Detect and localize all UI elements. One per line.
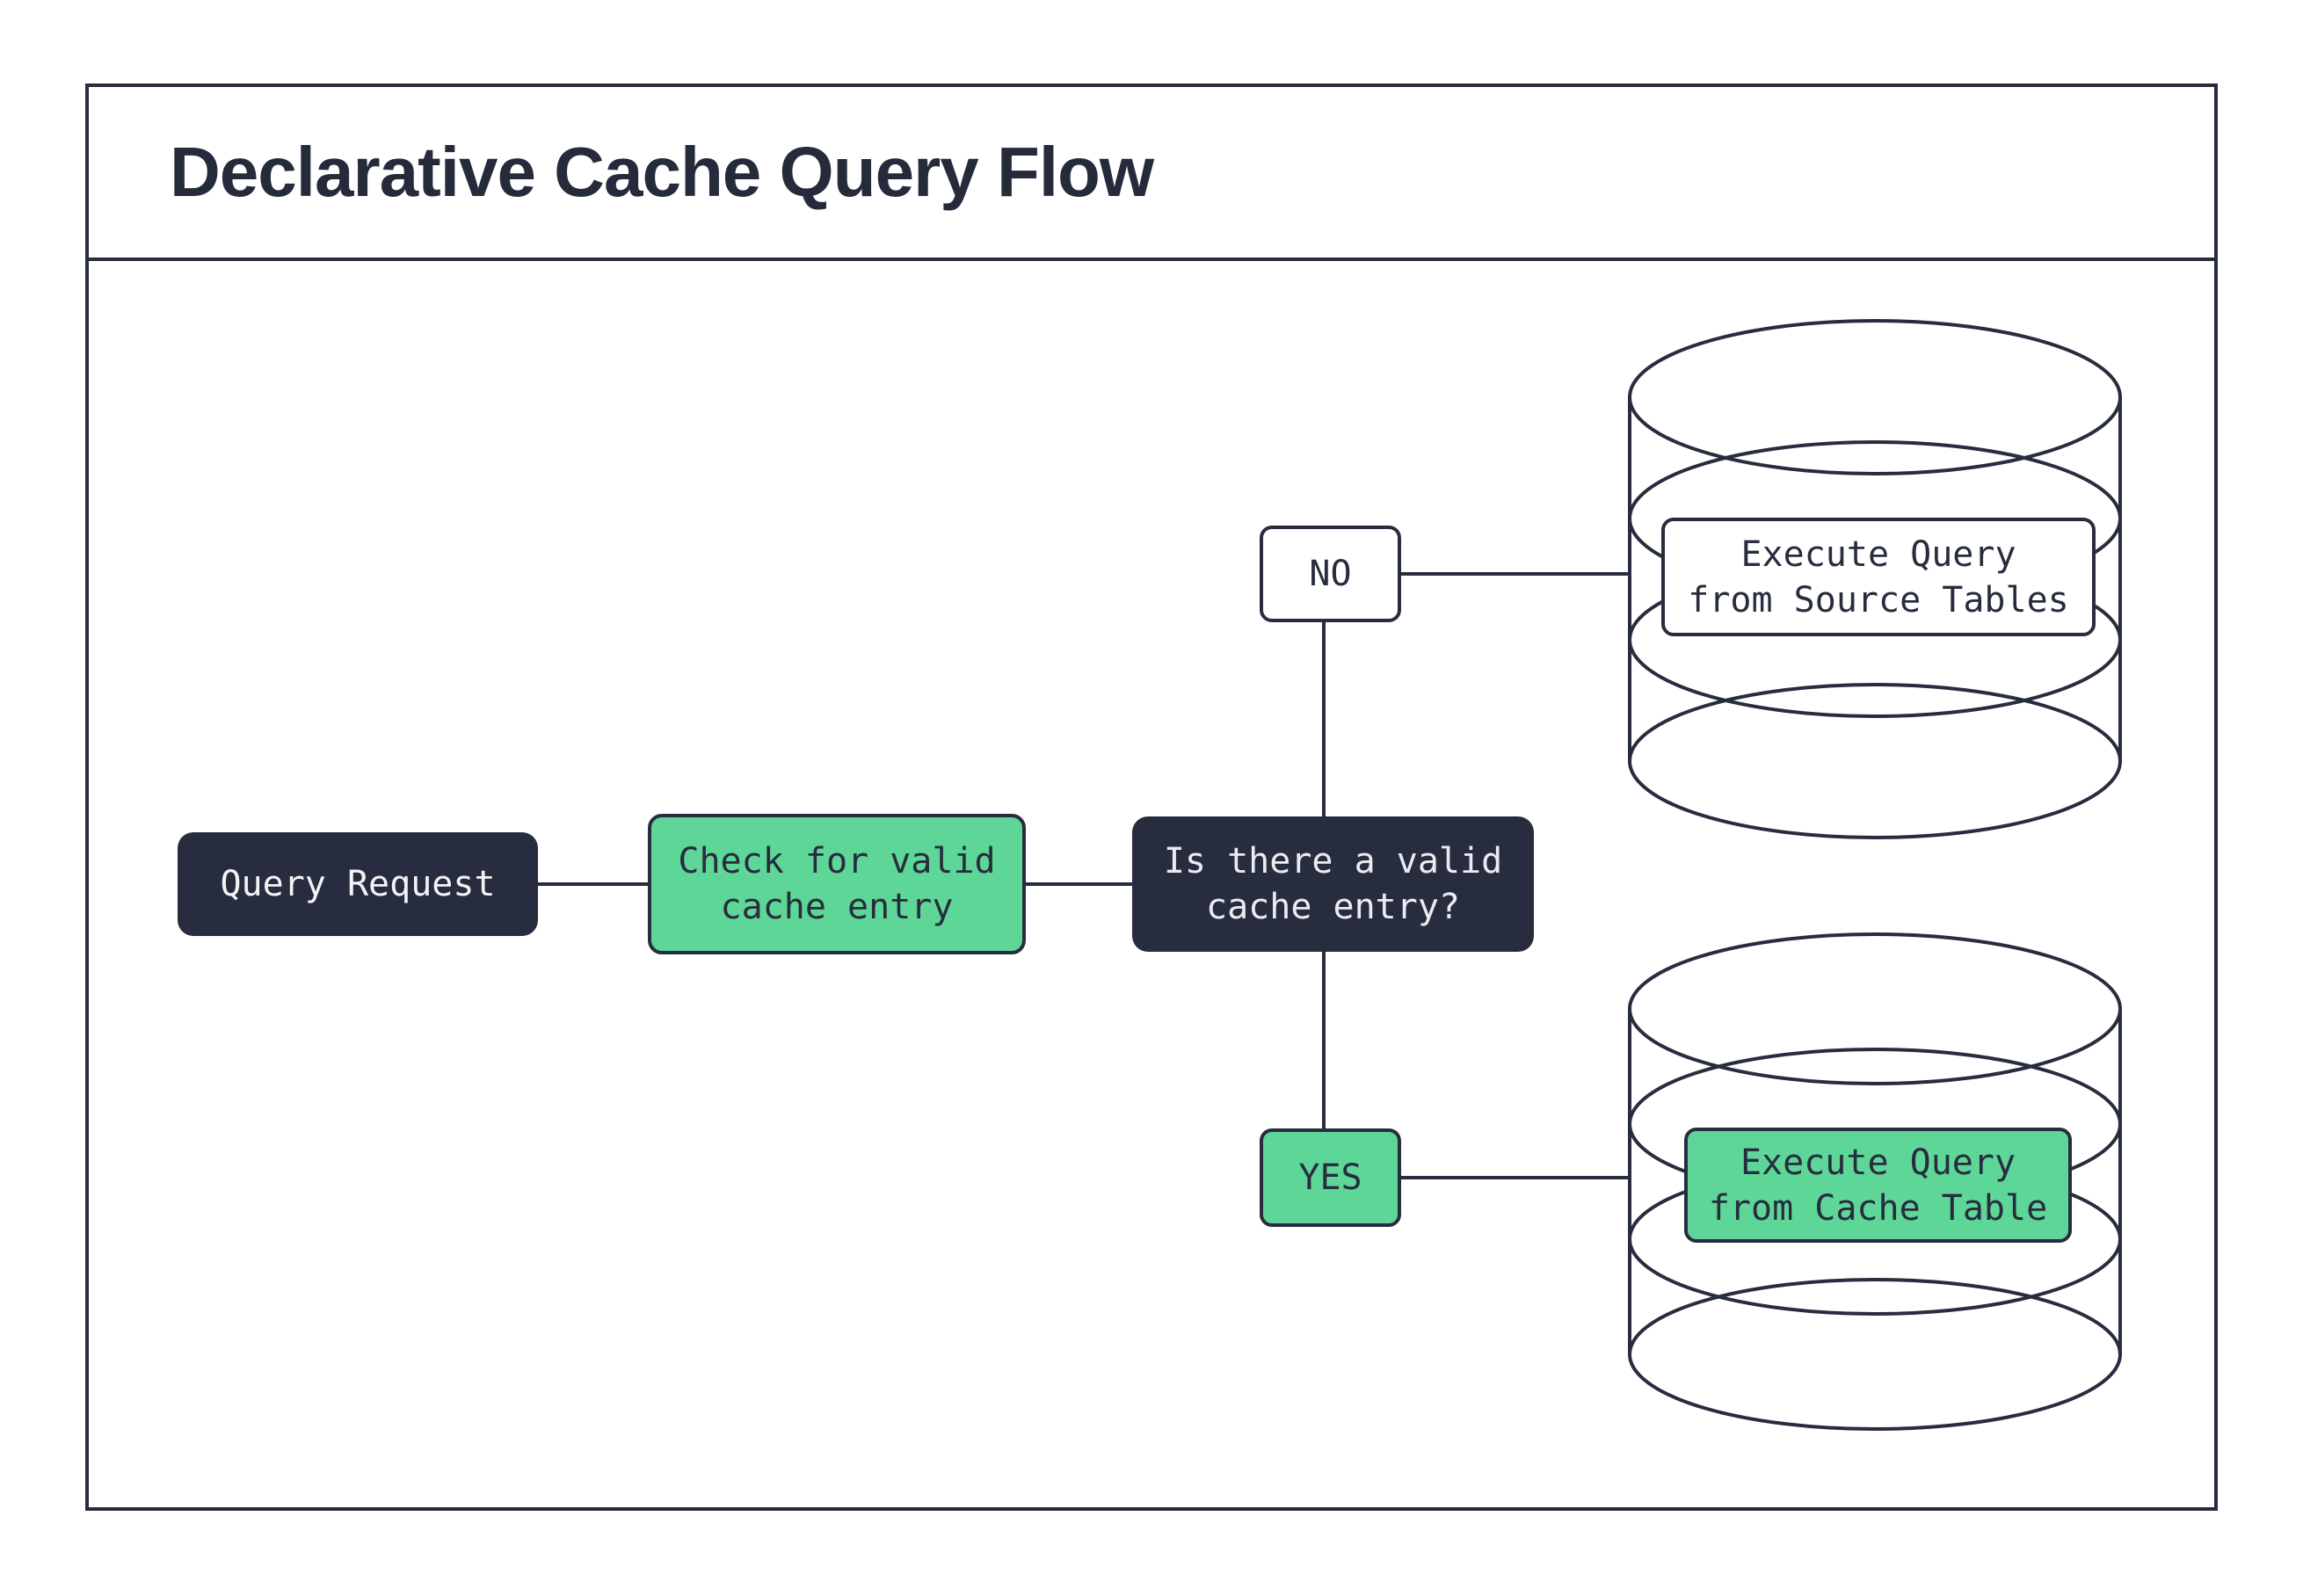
node-query-request-label: Query Request — [220, 864, 496, 904]
node-execute-source: Execute Query from Source Tables — [1661, 518, 2096, 636]
page-title: Declarative Cache Query Flow — [170, 133, 1154, 211]
node-decision: Is there a valid cache entry? — [1132, 816, 1534, 952]
node-check-cache-line2: cache entry — [720, 887, 954, 927]
node-decision-line2: cache entry? — [1206, 887, 1460, 927]
node-execute-cache: Execute Query from Cache Table — [1684, 1128, 2072, 1243]
node-branch-no: NO — [1260, 526, 1401, 622]
node-decision-line1: Is there a valid — [1163, 841, 1503, 881]
node-execute-cache-line2: from Cache Table — [1708, 1187, 2048, 1229]
node-query-request: Query Request — [178, 832, 538, 936]
node-execute-cache-line1: Execute Query — [1740, 1142, 2016, 1183]
header-divider — [85, 258, 2218, 261]
node-execute-source-line1: Execute Query — [1740, 533, 2016, 575]
outer-border — [85, 83, 2218, 1511]
node-check-cache-line1: Check for valid — [678, 841, 996, 881]
branch-yes-label: YES — [1298, 1157, 1362, 1198]
node-branch-yes: YES — [1260, 1128, 1401, 1227]
node-execute-source-line2: from Source Tables — [1688, 579, 2069, 620]
branch-no-label: NO — [1309, 554, 1352, 594]
node-check-cache: Check for valid cache entry — [648, 814, 1026, 954]
